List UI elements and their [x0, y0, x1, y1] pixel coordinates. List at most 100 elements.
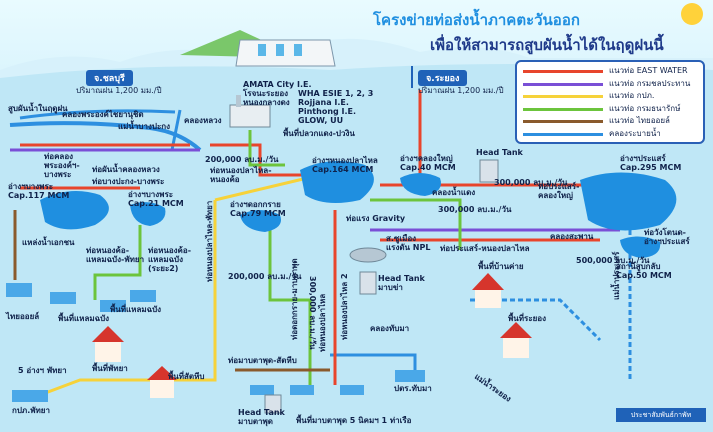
- label-flow-300k-b: 300,000 ลบ.ม./วัน: [438, 205, 512, 214]
- label-klong-phanat: คลองพระองค์ไชยานุชิต: [62, 110, 144, 119]
- legend-label: แนวท่อ กรมชลประทาน: [609, 78, 691, 88]
- label-pipe-klong-luang: ท่อผันน้ำคลองหลวง: [92, 165, 160, 174]
- label-prasae: อ่างฯประแสร์ Cap.295 MCM: [620, 154, 682, 172]
- label-thai-oil: ไทยออยล์: [6, 312, 40, 321]
- label-rayong-area: พื้นที่ระยอง: [508, 314, 547, 323]
- title-line1: โครงข่ายท่อส่งน้ำภาคตะวันออก: [373, 11, 580, 29]
- label-klong-namdaeng: คลองน้ำแดง: [432, 188, 476, 197]
- legend-item: แนวท่อ กรมธนารักษ์: [521, 104, 701, 114]
- legend-swatch: [523, 70, 603, 73]
- label-bangphra-a: อ่างฯบางพระ Cap.117 MCM: [8, 182, 70, 200]
- label-wang-tanode: สถานีสูบกลับ Cap.50 MCM: [616, 262, 672, 280]
- reservoir-wangtanode: [620, 236, 661, 258]
- industrial-area: พื้นที่ปลวกแดง-ปวงิน: [283, 129, 355, 138]
- pool-laemchabang-3: [130, 290, 156, 302]
- legend-label: คลองระบายน้ำ: [609, 128, 661, 138]
- house-sattahip-icon: [147, 366, 177, 398]
- label-pipe-nongplalai-mab: ท่อหนองปลาไหล: [318, 293, 327, 352]
- province-rayong: จ.ระยอง: [418, 70, 468, 86]
- label-pipe-klong-phanat: ท่อคลอง พระองค์ฯ- บางพระ: [44, 152, 80, 179]
- legend-swatch: [523, 82, 603, 86]
- pool-mab-1: [250, 385, 274, 395]
- head-tank-top-icon: [479, 159, 499, 183]
- label-flow-200k-b: 200,000 ลบ.ม./วัน: [228, 272, 302, 281]
- label-head-tank-manta: Head Tank มาบข่า: [378, 274, 425, 292]
- label-pipe-bangpakong: ท่อบางปะกง-บางพระ: [92, 177, 165, 186]
- pipe-green-4: [93, 225, 142, 300]
- label-head-tank-top: Head Tank: [476, 148, 523, 157]
- pool-thaioil: [6, 283, 32, 297]
- label-bangphra-b: อ่างฯบางพระ Cap.21 MCM: [128, 190, 184, 208]
- province-chonburi-rain: ปริมาณฝน 1,200 มม./ปี: [76, 86, 162, 95]
- label-klong-yai: อ่างฯคลองใหญ่ Cap.40 MCM: [400, 154, 456, 172]
- label-pwa-pattaya: กปภ.พัทยา: [12, 406, 50, 415]
- label-flow-500k: 500,000 ลบ.ม./วัน: [576, 256, 650, 265]
- canal-klong-luang: [170, 109, 182, 151]
- province-chonburi: จ.ชลบุรี: [86, 70, 133, 86]
- label-gravity: ท่อแรง Gravity: [346, 214, 406, 223]
- pool-laemchabang-2: [100, 300, 126, 312]
- dam-gate-2: [276, 44, 284, 56]
- legend-item: แนวท่อ กรมชลประทาน: [521, 79, 701, 89]
- treatment-plant-icon: [349, 247, 387, 263]
- pool-mab-3: [340, 385, 364, 395]
- label-klong-thap-ma: คลองทับมา: [370, 324, 410, 333]
- house-rayong-icon: [500, 322, 532, 358]
- pipe-green-3: [248, 130, 285, 167]
- label-pipe-nongkho-laem: ท่อหนองค้อ- แหลมฉบัง-พัทยา: [86, 246, 145, 264]
- legend: แนวท่อ EAST WATER แนวท่อ กรมชลประทานแนวท่…: [515, 60, 705, 144]
- label-pipe-mab-sattahip: ท่อมาบตาพุด-สัตหีบ: [228, 356, 297, 365]
- label-klong-saphan: คลองสะพาน: [550, 232, 594, 241]
- label-prasae-river: แม่น้ำประแสร์: [612, 251, 621, 300]
- legend-label: แนวท่อ ไทยออยล์: [609, 116, 670, 125]
- label-bang-pakong: แม่น้ำบางปะกง: [118, 122, 170, 131]
- label-nong-pla-lai: อ่างฯหนองปลาไหล Cap.164 MCM: [312, 156, 378, 174]
- legend-label: แนวท่อ กปภ.: [609, 91, 655, 100]
- house-pattaya-icon: [92, 326, 124, 362]
- pipe-green-1: [268, 230, 312, 390]
- pipe-green-2: [370, 198, 462, 250]
- label-pipe-nongplalai2: ท่อหนองปลาไหล 2: [340, 273, 349, 340]
- label-pattaya-area: พื้นที่พัทยา: [92, 364, 128, 373]
- reservoir-bangphra-117: [40, 191, 109, 230]
- legend-item: แนวท่อ EAST WATER: [521, 66, 701, 76]
- legend-label: แนวท่อ กรมธนารักษ์: [609, 103, 681, 113]
- factory-icon: [229, 104, 271, 128]
- dam-icon: [235, 39, 336, 67]
- dam-gate-3: [294, 44, 302, 56]
- label-flow-200k-a: 200,000 ลบ.ม./วัน: [205, 155, 279, 164]
- label-laem-chabang2: พื้นที่แหลมฉบัง: [110, 305, 162, 314]
- reservoir-klongyai: [400, 173, 441, 196]
- legend-item: แนวท่อ กปภ.: [521, 91, 701, 101]
- label-pipe-prasae-nong: ท่อประแสร์- คลองใหญ่: [538, 182, 580, 200]
- credit-badge: ประชาสัมพันธ์กาพัท: [616, 408, 706, 422]
- label-sattahip: พื้นที่สัตหีบ: [168, 372, 205, 381]
- reservoir-prasae: [580, 172, 677, 231]
- legend-item: คลองระบายน้ำ: [521, 129, 701, 139]
- label-ban-khai: พื้นที่บ้านค่าย: [478, 262, 524, 271]
- label-klong-luang-canal: คลองหลวง: [184, 116, 222, 125]
- pipe-red-3: [210, 143, 330, 177]
- industrial-left: AMATA City I.E. โรจนะระยอง หนองกลางดง: [243, 80, 312, 107]
- pool-thapma: [395, 370, 425, 382]
- label-pipe-pattaya: ท่อหนองปลาไหล-พัทยา: [205, 200, 214, 282]
- label-source-nongkho: แหล่งน้ำเอกชน: [22, 238, 75, 247]
- reservoir-nongplalai: [300, 161, 374, 204]
- legend-swatch: [523, 95, 603, 98]
- label-laem-chabang: พื้นที่แหลมฉบัง: [58, 314, 110, 323]
- land-area: [0, 64, 713, 432]
- province-rayong-rain: ปริมาณฝน 1,200 มม./ปี: [418, 86, 504, 95]
- canal-klong-phanat: [19, 109, 176, 120]
- industrial-right: WHA ESIE 1, 2, 3 Rojjana I.E. Pinthong I…: [298, 89, 374, 125]
- legend-item: แนวท่อ ไทยออยล์: [521, 116, 701, 126]
- label-dok-krai: อ่างฯดอกกราย Cap.79 MCM: [230, 200, 286, 218]
- label-pumping-thapma: ปตร.ทับมา: [394, 384, 432, 393]
- label-pipe-wangtanode: ท่อวังโตนด- อ่างฯประแสร์: [644, 228, 690, 246]
- pool-pattaya: [12, 390, 48, 402]
- pool-mab-2: [290, 385, 314, 395]
- label-flow-300k-vert: 300,000 ลบ.ม./วัน: [308, 276, 317, 350]
- legend-label: แนวท่อ EAST WATER: [609, 66, 688, 75]
- sun-icon: [681, 3, 703, 25]
- legend-swatch: [523, 107, 603, 111]
